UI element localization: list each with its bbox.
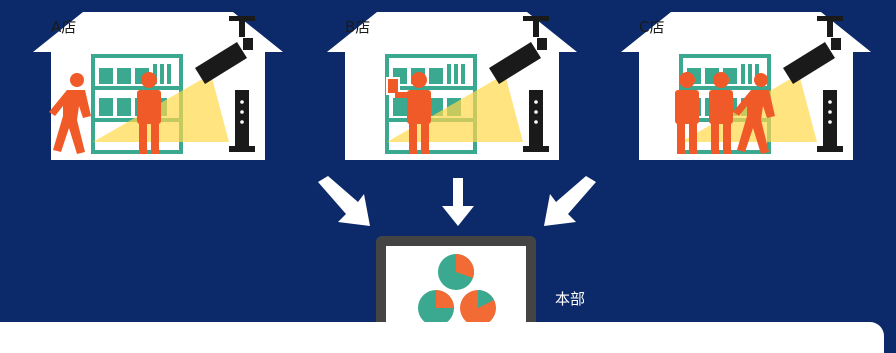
person-icon [49,73,91,154]
store-house-icon [327,12,577,160]
camera-icon [195,16,255,84]
store-a: A店 [33,12,283,160]
hq-label: 本部 [555,290,586,308]
person-icon [733,73,775,154]
sensor-tower-icon [229,90,255,152]
store-b: B店 [327,12,577,160]
store-a-label: A店 [51,18,77,36]
person-icon [709,72,733,154]
camera-icon [489,16,549,84]
bottom-panel [0,322,884,353]
store-b-label: B店 [345,18,371,36]
sensor-tower-icon [523,90,549,152]
pie-chart-icon [418,290,454,326]
arrow-down-icon [544,176,596,226]
sensor-tower-icon [817,90,843,152]
camera-icon [783,16,843,84]
laptop-icon [372,236,544,352]
person-icon [675,72,699,154]
store-house-icon [33,12,283,160]
pie-chart-icon [460,290,496,326]
store-c: C店 [621,12,871,160]
store-house-icon [621,12,871,160]
store-c-label: C店 [639,18,665,36]
arrow-down-icon [442,178,474,226]
pie-chart-icon [438,253,475,290]
person-icon [386,72,431,154]
shelf-icon [385,54,477,154]
arrow-down-icon [318,176,370,226]
person-icon [137,72,161,154]
